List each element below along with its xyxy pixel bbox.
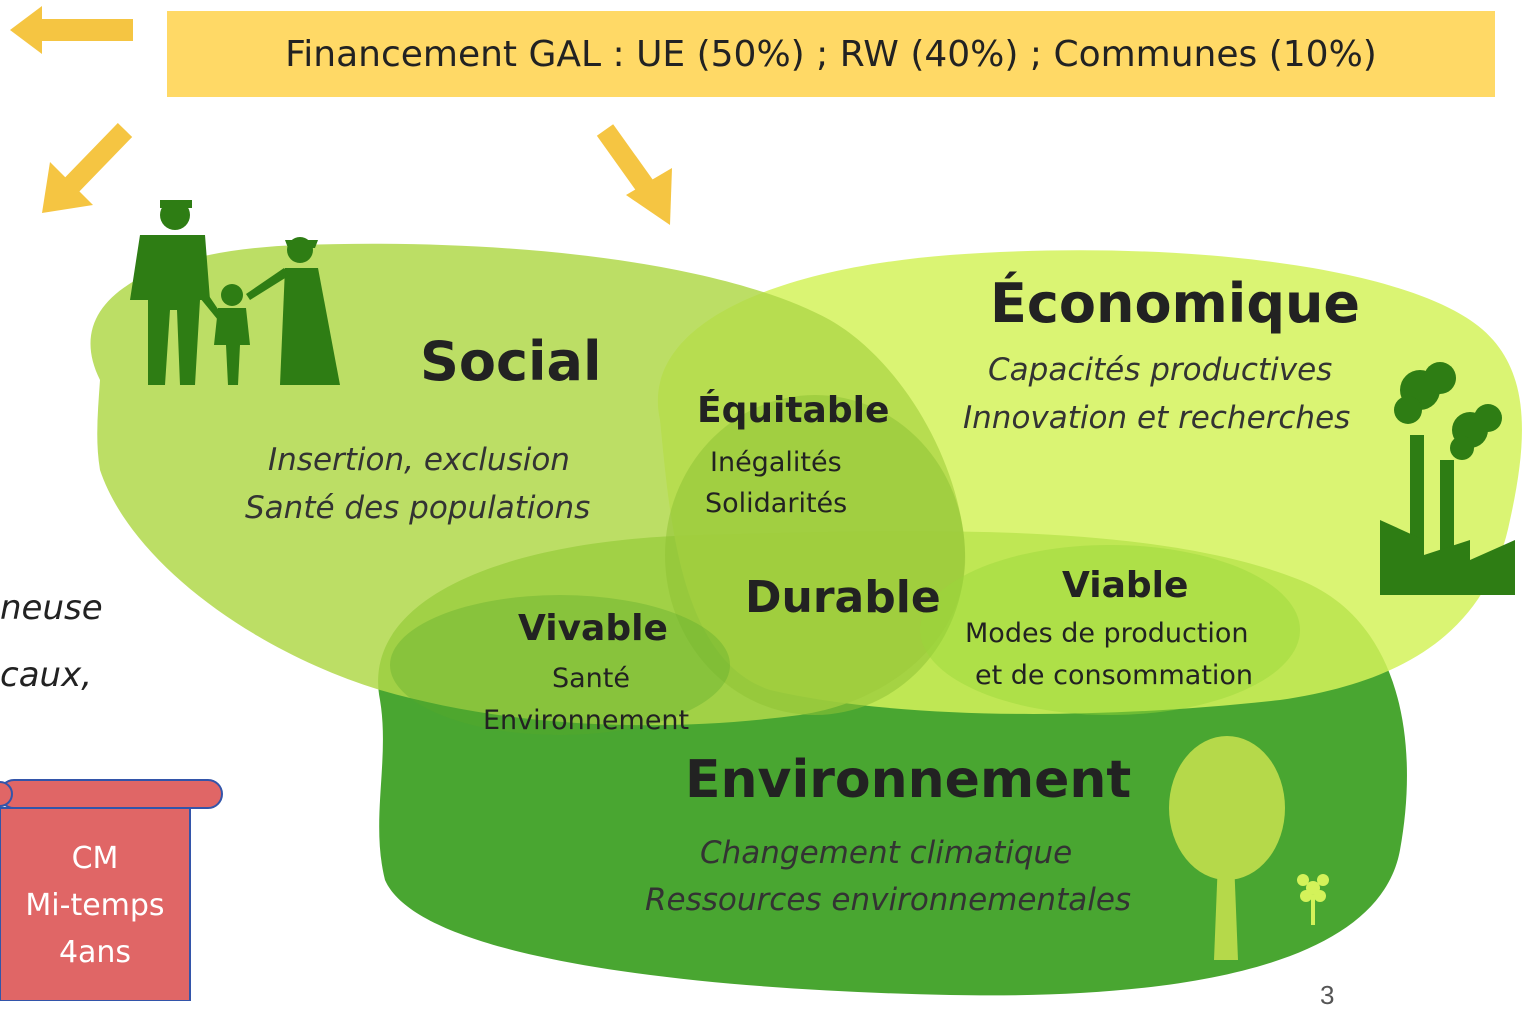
viable-line-2: et de consommation [975,660,1254,691]
page-number: 3 [1320,980,1335,1010]
factory-icon [1380,362,1515,595]
durable-overlap [665,395,965,715]
economique-line-1: Capacités productives [988,352,1333,388]
scroll-text: CM Mi-temps 4ans [0,835,190,976]
scroll-shape [0,779,223,1001]
funding-banner: Financement GAL : UE (50%) ; RW (40%) ; … [167,11,1495,97]
social-title: Social [420,330,602,393]
arrow-down-left-icon [42,123,133,213]
arrow-left-icon [10,6,133,54]
social-line-1: Insertion, exclusion [268,442,570,478]
equitable-line-2: Solidarités [705,488,848,519]
scroll-line-2: Mi-temps [25,888,165,923]
flower-icon [1297,874,1329,925]
equitable-line-1: Inégalités [710,447,842,478]
family-silhouette-icon [130,200,340,385]
environnement-line-2: Ressources environnementales [645,882,1132,918]
vivable-overlap [390,595,730,735]
viable-line-1: Modes de production [965,618,1249,649]
left-fragment-2: caux, [0,655,93,695]
viable-overlap [920,545,1300,715]
scroll-line-1: CM [71,841,119,876]
left-fragment-1: neuse [0,588,103,628]
equitable-title: Équitable [697,390,890,431]
arrow-down-right-icon [596,124,672,225]
vivable-title: Vivable [518,608,668,649]
vivable-line-1: Santé [552,663,630,694]
viable-title: Viable [1062,565,1189,606]
tree-icon [1169,736,1285,960]
economique-title: Économique [990,272,1361,335]
environnement-line-1: Changement climatique [700,835,1073,871]
social-line-2: Santé des populations [245,490,591,526]
environnement-title: Environnement [685,750,1132,810]
vivable-line-2: Environnement [483,705,690,736]
scroll-line-3: 4ans [58,935,132,970]
economique-line-2: Innovation et recherches [963,400,1351,436]
durable-title: Durable [745,572,941,623]
